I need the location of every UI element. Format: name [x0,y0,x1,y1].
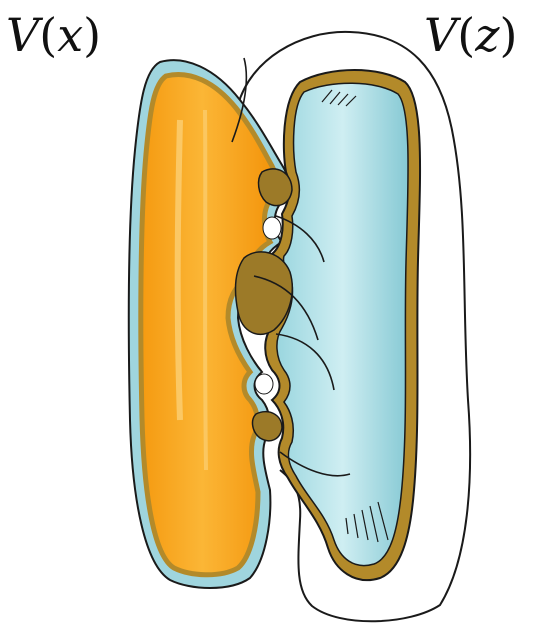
label-vx-open: ( [39,8,57,62]
label-vz-fn: V [424,8,457,62]
label-vz: V(z) [424,12,517,58]
vz-blob [265,70,420,580]
label-vz-close: ) [499,8,517,62]
label-vx-fn: V [6,8,39,62]
label-vz-open: ( [457,8,475,62]
label-vx-close: ) [83,8,101,62]
label-vz-var: z [475,8,499,62]
label-vx: V(x) [6,12,101,58]
label-vx-var: x [57,8,83,62]
